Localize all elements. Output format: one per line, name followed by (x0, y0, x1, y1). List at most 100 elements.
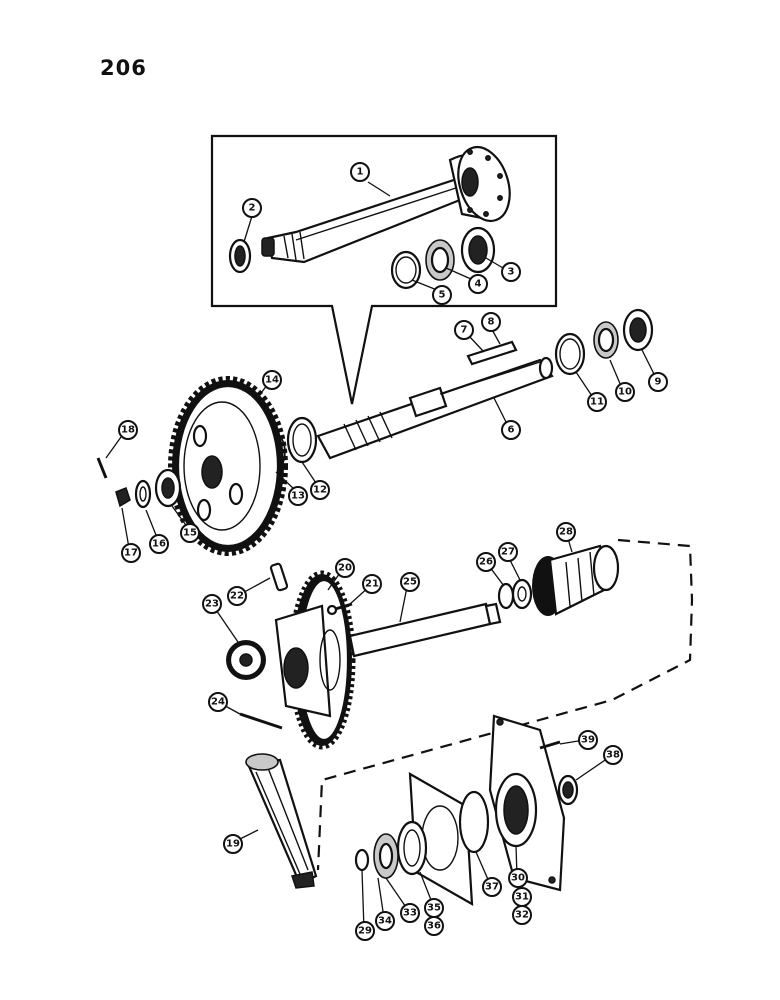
callout-15: 15 (180, 523, 200, 543)
pinion-bearing-part (354, 820, 428, 879)
callout-20: 20 (335, 558, 355, 578)
svg-text:25: 25 (403, 577, 417, 588)
bolt-pin-part (269, 562, 353, 616)
callout-9: 9 (648, 372, 668, 392)
svg-text:12: 12 (313, 485, 327, 496)
svg-text:29: 29 (358, 926, 372, 937)
svg-text:11: 11 (590, 397, 604, 408)
svg-text:22: 22 (230, 591, 244, 602)
svg-text:14: 14 (265, 375, 279, 386)
assembly-outline (316, 538, 694, 871)
seal-part (557, 774, 579, 806)
bearing-set-inset (390, 226, 496, 290)
axle-shaft-part (261, 146, 511, 264)
callout-22: 22 (227, 586, 247, 606)
callout-26: 26 (476, 552, 496, 572)
callout-21: 21 (362, 574, 382, 594)
svg-text:36: 36 (427, 921, 441, 932)
callout-1: 1 (350, 162, 370, 182)
svg-text:16: 16 (152, 539, 166, 550)
pinion-shaft-part (316, 356, 554, 460)
callout-34: 34 (375, 911, 395, 931)
svg-text:32: 32 (515, 910, 529, 921)
callout-11: 11 (587, 392, 607, 412)
svg-text:10: 10 (618, 387, 632, 398)
callout-30: 30 (508, 868, 528, 888)
svg-text:8: 8 (488, 317, 495, 328)
callout-28: 28 (556, 522, 576, 542)
svg-text:27: 27 (501, 547, 515, 558)
nut-washer-part (96, 457, 182, 509)
callout-37: 37 (482, 877, 502, 897)
callout-36: 36 (424, 916, 444, 936)
ring-gear-part (274, 570, 356, 750)
callout-16: 16 (149, 534, 169, 554)
svg-text:1: 1 (357, 167, 364, 178)
svg-text:4: 4 (475, 279, 482, 290)
svg-text:30: 30 (511, 873, 525, 884)
seal-ring-part (228, 238, 252, 274)
spider-gear-part (226, 640, 266, 680)
key-part (466, 340, 518, 366)
callout-12: 12 (310, 480, 330, 500)
callout-35: 35 (424, 898, 444, 918)
callout-2: 2 (242, 198, 262, 218)
callout-14: 14 (262, 370, 282, 390)
callout-27: 27 (498, 542, 518, 562)
svg-text:33: 33 (403, 908, 417, 919)
callout-4: 4 (468, 274, 488, 294)
callout-23: 23 (202, 594, 222, 614)
bull-gear-part (168, 376, 288, 556)
callout-39: 39 (578, 730, 598, 750)
callout-24: 24 (208, 692, 228, 712)
callout-32: 32 (512, 905, 532, 925)
svg-text:21: 21 (365, 579, 379, 590)
callout-19: 19 (223, 834, 243, 854)
svg-text:7: 7 (461, 325, 468, 336)
svg-text:23: 23 (205, 599, 219, 610)
svg-text:31: 31 (515, 892, 529, 903)
svg-text:39: 39 (581, 735, 595, 746)
svg-text:38: 38 (606, 750, 620, 761)
svg-text:26: 26 (479, 557, 493, 568)
bearing-set-main (554, 308, 654, 376)
retainer-plate-part (488, 714, 566, 892)
bevel-pinion-part (532, 544, 620, 616)
thrust-washer-part (497, 578, 533, 610)
callout-13: 13 (288, 486, 308, 506)
callout-17: 17 (121, 543, 141, 563)
svg-text:35: 35 (427, 903, 441, 914)
svg-text:17: 17 (124, 548, 138, 559)
svg-text:3: 3 (508, 267, 515, 278)
callout-38: 38 (603, 745, 623, 765)
svg-text:6: 6 (508, 425, 515, 436)
svg-text:28: 28 (559, 527, 573, 538)
svg-text:15: 15 (183, 528, 197, 539)
callout-6: 6 (501, 420, 521, 440)
svg-text:19: 19 (226, 839, 240, 850)
cross-pin-part (239, 712, 283, 730)
diff-shaft-part (348, 602, 502, 658)
page-number: 206 (100, 56, 147, 80)
callout-33: 33 (400, 903, 420, 923)
callout-7: 7 (454, 320, 474, 340)
callout-3: 3 (501, 262, 521, 282)
o-ring-part (458, 790, 490, 854)
svg-text:9: 9 (655, 377, 662, 388)
axle-housing-part (245, 753, 318, 889)
inset-frame (210, 134, 558, 405)
svg-text:18: 18 (121, 425, 135, 436)
svg-text:13: 13 (291, 491, 305, 502)
callout-31: 31 (512, 887, 532, 907)
svg-text:24: 24 (211, 697, 225, 708)
callout-29: 29 (355, 921, 375, 941)
callout-10: 10 (615, 382, 635, 402)
svg-text:5: 5 (439, 290, 446, 301)
callout-8: 8 (481, 312, 501, 332)
svg-text:37: 37 (485, 882, 499, 893)
callout-5: 5 (432, 285, 452, 305)
svg-text:2: 2 (249, 203, 256, 214)
bolt-part (539, 740, 561, 750)
svg-text:20: 20 (338, 563, 352, 574)
